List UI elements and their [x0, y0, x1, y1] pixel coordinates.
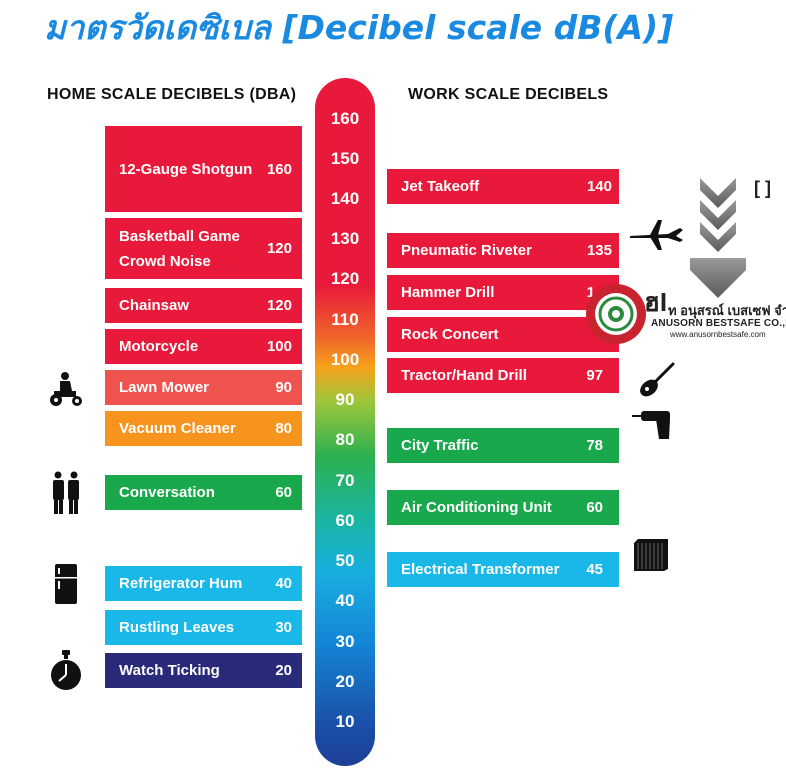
home-item-value: 90: [275, 379, 292, 396]
scale-tick: 130: [330, 229, 360, 248]
guitar-icon: [640, 362, 675, 397]
work-item: Air Conditioning Unit 60: [387, 490, 619, 525]
home-item-value: 100: [266, 338, 292, 355]
home-item-value: 160: [266, 160, 292, 178]
work-item: Hammer Drill 1: [387, 275, 619, 310]
arrow-down-icon: [690, 178, 746, 298]
jet-icon: [630, 220, 683, 250]
home-item-label: Chainsaw: [119, 297, 190, 314]
scale-tick: 150: [330, 149, 360, 168]
work-item-value: 1: [586, 284, 595, 301]
home-item: 12-Gauge Shotgun 160: [105, 126, 302, 212]
scale-tick: 50: [335, 551, 355, 570]
work-item-label: City Traffic: [401, 437, 479, 454]
home-item-label: Refrigerator Hum: [119, 575, 243, 592]
home-item-value: 80: [275, 420, 292, 437]
work-item-label: Air Conditioning Unit: [401, 499, 552, 516]
work-item-value: 78: [586, 437, 603, 454]
work-item-label: Tractor/Hand Drill: [401, 367, 527, 384]
work-item-value: 140: [586, 178, 612, 195]
company-logo-mark: ฮI: [644, 287, 668, 317]
home-item-label: Basketball Game Crowd Noise: [119, 227, 240, 270]
home-scale-header: HOME SCALE DECIBELS (DBA): [47, 86, 297, 103]
scale-tick: 30: [335, 632, 355, 651]
home-item-label: Conversation: [119, 484, 215, 501]
home-item: Refrigerator Hum 40: [105, 566, 302, 601]
company-url: www.anusornbestsafe.com: [670, 330, 766, 339]
scale-tick: 110: [331, 310, 359, 329]
home-item-label: Vacuum Cleaner: [119, 420, 236, 437]
scale-tick: 20: [335, 672, 355, 691]
home-item: Rustling Leaves 30: [105, 610, 302, 645]
home-item-label: 12-Gauge Shotgun: [119, 160, 253, 178]
home-item-value: 30: [275, 619, 292, 636]
scale-tick: 140: [330, 189, 360, 208]
home-item: Basketball Game Crowd Noise 120: [105, 218, 302, 279]
company-name-thai: ท อนุสรณ์ เบสเซฟ จำกัด: [668, 303, 786, 318]
home-item-value: 120: [266, 240, 292, 257]
family-icon: [53, 471, 79, 514]
page-title: มาตรวัดเดซิเบล [Decibel scale dB(A)]: [44, 8, 674, 47]
scale-tick: 120: [330, 269, 360, 288]
stopwatch-icon: [51, 650, 81, 690]
home-item: Chainsaw 120: [105, 288, 302, 323]
work-item-value: 97: [586, 367, 603, 384]
home-item-label: Watch Ticking: [119, 662, 220, 679]
work-item: Pneumatic Riveter 135: [387, 233, 619, 268]
company-name-en: ANUSORN BESTSAFE CO.,LTD: [651, 318, 786, 329]
work-item: Rock Concert: [387, 317, 619, 352]
work-item-value: 60: [586, 499, 603, 516]
home-item-value: 60: [275, 484, 292, 501]
scale-tick: 10: [335, 712, 355, 731]
work-item: City Traffic 78: [387, 428, 619, 463]
scale-tick: 90: [335, 390, 355, 409]
home-item-value: 120: [266, 297, 292, 314]
lawn-mower-icon: [50, 372, 82, 406]
home-item-label: Lawn Mower: [119, 379, 210, 396]
decibel-scale: [315, 78, 375, 766]
watermark-bracket: [ ]: [754, 178, 771, 198]
home-item: Vacuum Cleaner 80: [105, 411, 302, 446]
work-item-label: Rock Concert: [401, 326, 499, 343]
home-item: Conversation 60: [105, 475, 302, 510]
work-item-label: Jet Takeoff: [401, 178, 480, 195]
home-item-value: 40: [275, 575, 292, 592]
drill-icon: [632, 411, 670, 439]
home-item: Motorcycle 100: [105, 329, 302, 364]
work-item: Jet Takeoff 140: [387, 169, 619, 204]
work-item-label: Hammer Drill: [401, 284, 495, 301]
work-item: Tractor/Hand Drill 97: [387, 358, 619, 393]
scale-tick: 160: [330, 109, 360, 128]
work-item: Electrical Transformer 45: [387, 552, 619, 587]
scale-tick: 70: [335, 471, 355, 490]
home-item-value: 20: [275, 662, 292, 679]
work-scale-header: WORK SCALE DECIBELS: [408, 86, 609, 103]
refrigerator-icon: [55, 564, 77, 604]
work-item-label: Electrical Transformer: [401, 561, 560, 578]
work-item-value: 45: [586, 561, 603, 578]
home-item-label: Rustling Leaves: [119, 619, 235, 636]
work-item-label: Pneumatic Riveter: [401, 242, 532, 259]
scale-tick: 80: [335, 430, 355, 449]
scale-tick: 40: [335, 591, 355, 610]
scale-tick: 60: [335, 511, 355, 530]
home-item-label: Motorcycle: [119, 338, 199, 355]
transformer-icon: [634, 539, 668, 571]
home-item: Watch Ticking 20: [105, 653, 302, 688]
work-item-value: 135: [586, 242, 612, 259]
home-item: Lawn Mower 90: [105, 370, 302, 405]
scale-tick: 100: [330, 350, 360, 369]
company-seal-icon: [586, 284, 646, 344]
